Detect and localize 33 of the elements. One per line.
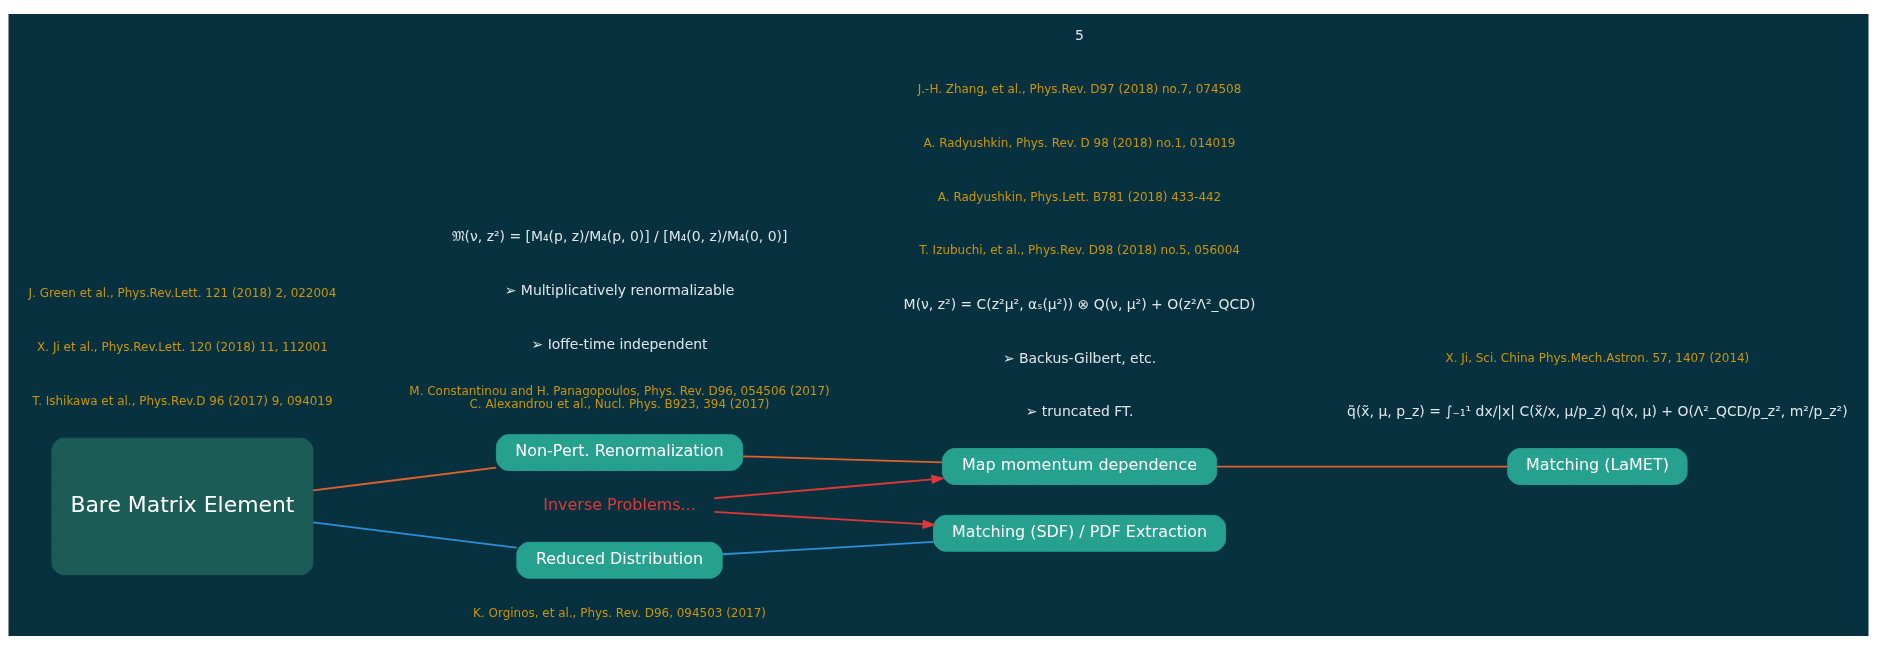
label: X. Ji, Sci. China Phys.Mech.Astron. 57, 1407 (2014) (1445, 350, 1750, 365)
label: A. Radyushkin, Phys.Lett. B781 (2018) 433-442 (937, 189, 1222, 204)
node-box: Reduced Distribution (516, 541, 723, 579)
label: X. Ji et al., Phys.Rev.Lett. 120 (2018) 11, 112001 (37, 340, 328, 355)
label: T. Izubuchi, et al., Phys.Rev. D98 (2018) no.5, 056004 (919, 243, 1240, 258)
label: ➢ Backus-Gilbert, etc. (1002, 349, 1157, 366)
label: M(ν, z²) = C(z²μ², αₛ(μ²)) ⊗ Q(ν, μ²) + O(z²Λ²_QCD) (903, 295, 1256, 312)
label: q̃(x̃, μ, p_z) = ∫₋₁¹ dx/|x| C(x̃/x, μ/p_z) q(x, μ) + O(Λ²_QCD/p_z², m²/p_z²) (1347, 403, 1848, 420)
node-label: M. Constantinou and H. Panagopoulos, Phys. Rev. D96, 054506 (2017) (409, 384, 830, 399)
node-box: Matching (SDF) / PDF Extraction (933, 514, 1227, 552)
connector (1215, 465, 1509, 468)
node-text: Inverse Problems... (543, 495, 696, 515)
connector (741, 455, 944, 464)
arrow (713, 511, 937, 529)
label: ➢ truncated FT. (1025, 403, 1134, 420)
node-label: K. Orginos, et al., Phys. Rev. D96, 094503 (2017) (473, 606, 766, 621)
label: ➢ Multiplicatively renormalizable (504, 281, 735, 298)
connector (312, 466, 498, 492)
connector (721, 540, 935, 556)
node-box: Bare Matrix Element (51, 437, 314, 576)
label: T. Ishikawa et al., Phys.Rev.D 96 (2017) 9, 094019 (32, 393, 333, 408)
node-label: C. Alexandrou et al., Nucl. Phys. B923, 394 (2017) (469, 397, 770, 412)
label: J. Green et al., Phys.Rev.Lett. 121 (2018) 2, 022004 (28, 286, 337, 301)
node-box: Non-Pert. Renormalization (495, 434, 744, 472)
label: 5 (1075, 26, 1084, 43)
node-box: Matching (LaMET) (1507, 448, 1688, 485)
connector (312, 521, 518, 549)
label: A. Radyushkin, Phys. Rev. D 98 (2018) no.1, 014019 (923, 135, 1236, 150)
label: ➢ Ioffe-time independent (531, 335, 708, 352)
arrow (713, 474, 945, 500)
label: 𝔐(ν, z²) = [M₄(p, z)/M₄(p, 0)] / [M₄(0, z)/M₄(0, 0)] (451, 227, 788, 244)
label: J.-H. Zhang, et al., Phys.Rev. D97 (2018) no.7, 074508 (917, 81, 1242, 96)
node-box: Map momentum dependence (942, 448, 1218, 485)
